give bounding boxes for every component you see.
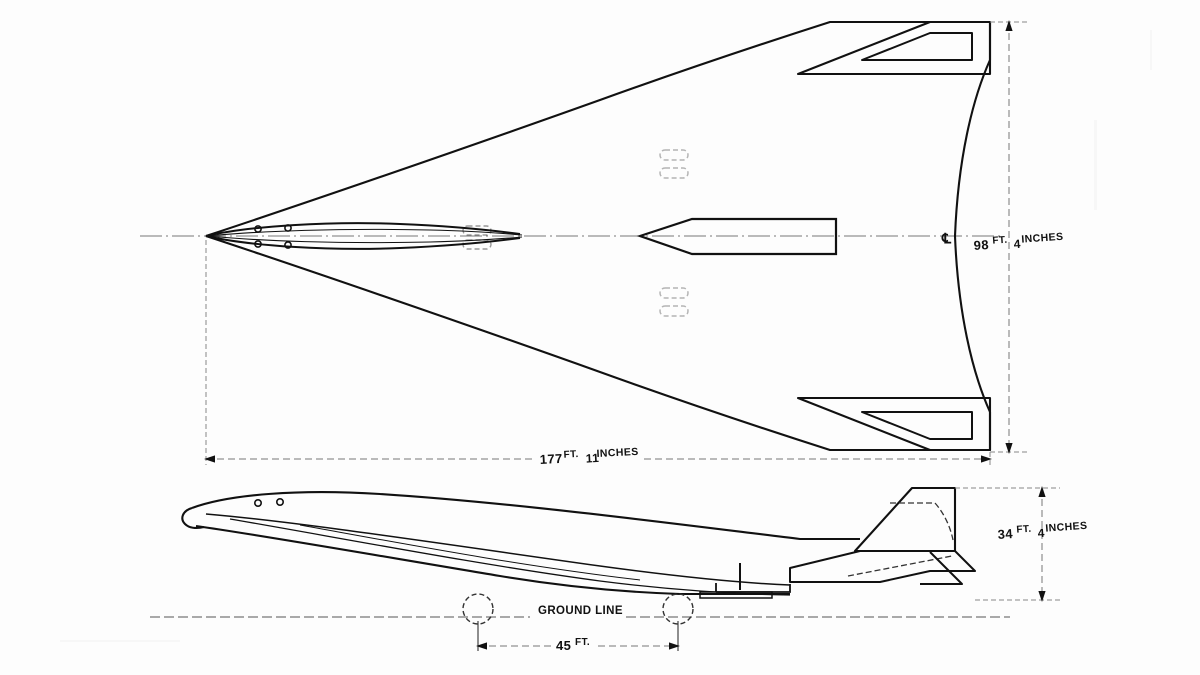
track-arrow-left bbox=[476, 642, 487, 650]
track-unit-ft: FT. bbox=[575, 637, 590, 648]
side-wing-lower-surface bbox=[229, 518, 791, 596]
span-dimension-group: 98 FT. 4 INCHES bbox=[973, 20, 1064, 454]
side-view bbox=[181, 486, 976, 599]
length-dimension-label: 177 FT. 11 INCHES bbox=[539, 446, 639, 467]
main-gear-wheel bbox=[662, 593, 694, 625]
plan-lower-outline bbox=[205, 235, 992, 452]
ground-line-group: GROUND LINE bbox=[150, 593, 1010, 625]
side-upper-spine bbox=[191, 491, 860, 541]
plan-hatch-circle bbox=[254, 240, 262, 248]
side-ventral-fin bbox=[920, 551, 963, 585]
side-lower-chine bbox=[195, 524, 790, 596]
plan-centerline-symbol: ℄ bbox=[941, 230, 952, 246]
plan-payload-bay bbox=[636, 217, 838, 256]
side-cockpit-window bbox=[254, 498, 263, 507]
length-unit-in: INCHES bbox=[596, 446, 639, 460]
length-arrow-right bbox=[981, 455, 992, 463]
plan-fuselage-bay-markers bbox=[462, 225, 492, 250]
plan-engine-bay-markers-upper bbox=[659, 149, 689, 179]
track-dimension-group: 45 FT. bbox=[476, 621, 680, 653]
height-arrow-bottom bbox=[1038, 591, 1046, 602]
side-cockpit-window bbox=[275, 497, 284, 506]
side-nacelle-panel bbox=[699, 591, 773, 599]
length-dimension-group: 177 FT. 11 INCHES bbox=[204, 240, 992, 467]
side-vertical-fin bbox=[853, 486, 957, 553]
height-unit-ft: FT. bbox=[1016, 524, 1032, 536]
span-dimension-label: 98 FT. 4 INCHES bbox=[973, 231, 1064, 253]
height-value: 34 bbox=[997, 526, 1014, 542]
track-arrow-right bbox=[669, 642, 680, 650]
length-unit-ft: FT. bbox=[563, 449, 579, 461]
side-tail-cone bbox=[789, 550, 976, 583]
side-fairing-line bbox=[299, 524, 641, 581]
nose-gear-wheel bbox=[462, 593, 494, 625]
plan-fuselage-lower bbox=[205, 235, 521, 250]
side-rudder-hinge bbox=[890, 502, 954, 541]
plan-hatch-circle bbox=[284, 224, 292, 232]
plan-engine-bay-markers-lower bbox=[659, 287, 689, 317]
plan-hatch-circle bbox=[254, 225, 262, 233]
plan-upper-wingtip-fin bbox=[796, 20, 992, 76]
span-arrow-bottom bbox=[1005, 443, 1013, 454]
height-arrow-top bbox=[1038, 486, 1046, 497]
span-unit-ft: FT. bbox=[992, 235, 1008, 247]
plan-upper-outline bbox=[205, 20, 992, 237]
span-unit-in: INCHES bbox=[1021, 231, 1064, 246]
plan-fuselage-inner-upper bbox=[207, 228, 523, 237]
side-wing-root-upper bbox=[205, 513, 791, 586]
height-dimension-label: 34 FT. 4 INCHES bbox=[997, 520, 1088, 542]
track-value: 45 bbox=[556, 638, 571, 653]
span-inches: 4 bbox=[1013, 237, 1021, 251]
height-dimension-group: 34 FT. 4 INCHES bbox=[955, 486, 1088, 602]
span-arrow-top bbox=[1005, 20, 1013, 31]
plan-fuselage-inner-lower bbox=[207, 235, 523, 244]
ground-line-label: GROUND LINE bbox=[538, 605, 623, 617]
length-value: 177 bbox=[539, 451, 563, 467]
length-inches: 11 bbox=[585, 451, 599, 466]
length-arrow-left bbox=[204, 455, 215, 463]
plan-hatch-circle bbox=[284, 241, 292, 249]
side-nose-cap bbox=[181, 506, 205, 530]
span-value: 98 bbox=[973, 237, 989, 253]
height-unit-in: INCHES bbox=[1045, 520, 1088, 535]
height-inches: 4 bbox=[1037, 526, 1045, 540]
plan-view: ℄ bbox=[140, 20, 1000, 452]
plan-fuselage-upper bbox=[205, 222, 521, 237]
track-dimension-label: 45 FT. bbox=[556, 637, 590, 653]
plan-lower-wingtip-fin bbox=[796, 396, 992, 452]
